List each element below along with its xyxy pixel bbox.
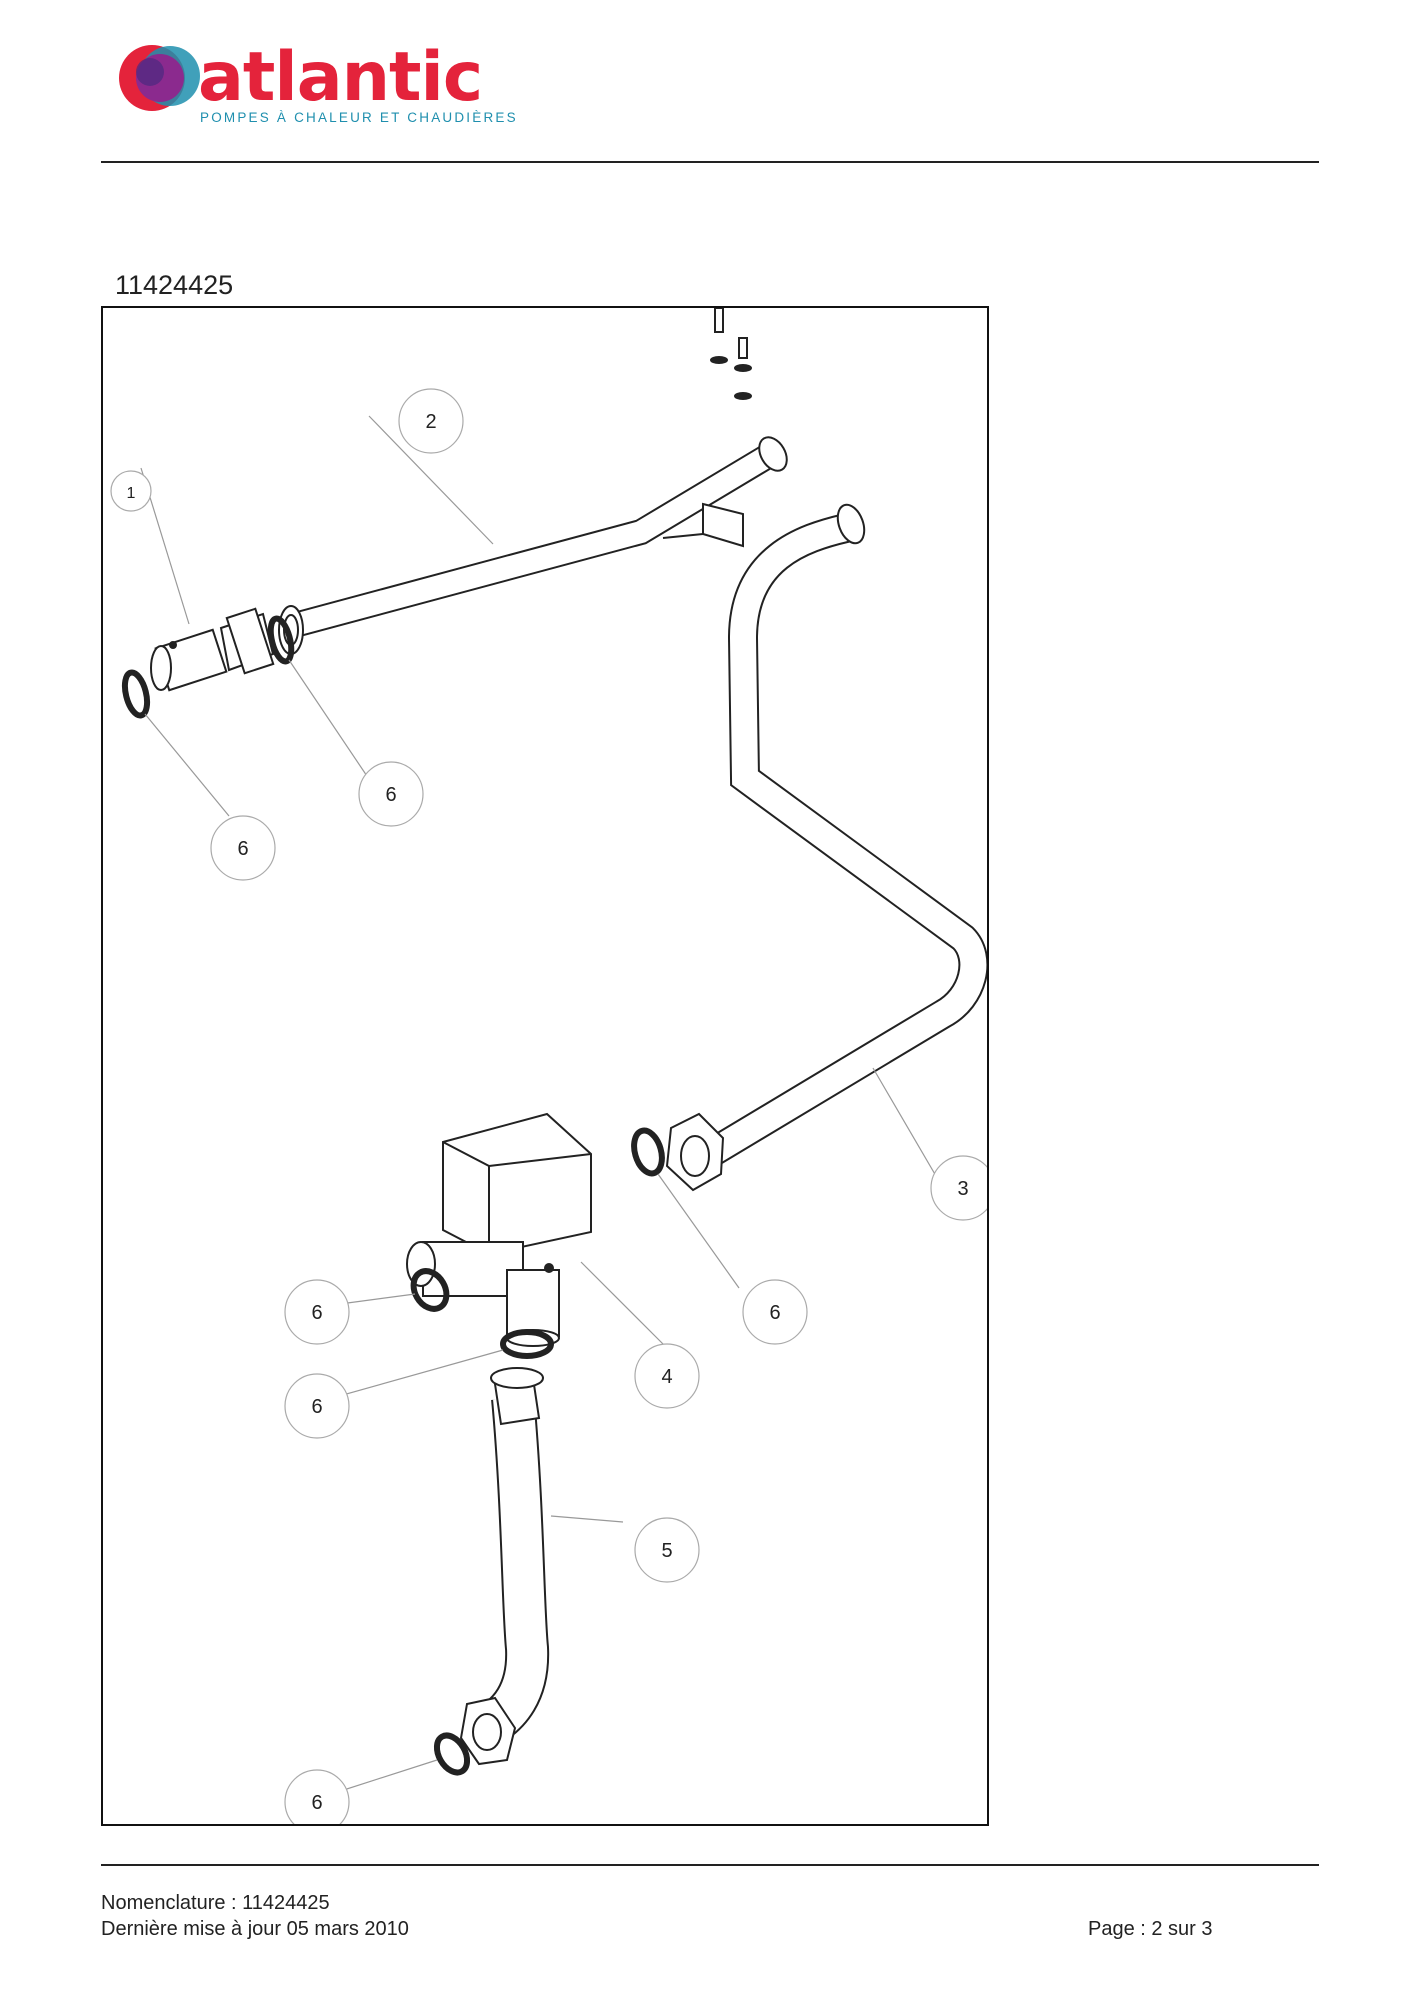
callout-4: 4 [634,1343,700,1409]
callout-3: 3 [930,1155,987,1221]
callout-1: 1 [110,470,152,512]
callout-6f: 6 [284,1769,350,1824]
callout-2: 2 [398,388,464,454]
seal-rings [121,615,665,1776]
callout-5-label: 5 [661,1540,672,1562]
callout-6b-label: 6 [237,838,248,860]
valve-part-1 [150,607,275,692]
brand-logo [112,38,492,128]
document-reference: 11424425 [115,270,234,300]
callouts: 1 2 3 4 5 6 6 [110,388,987,1824]
callout-4-label: 4 [661,1366,672,1388]
callout-6c-label: 6 [769,1302,780,1324]
callout-6d: 6 [284,1279,350,1345]
bolts-group [710,308,752,400]
footer-divider [101,1864,1319,1866]
parts-drawing-svg: 1 2 3 4 5 6 6 [110,308,987,1824]
callout-1-label: 1 [127,485,136,502]
callout-6e: 6 [284,1373,350,1439]
parts-drawing: 1 2 3 4 5 6 6 [101,306,989,1826]
pipe-part-5 [459,1367,550,1766]
logo-mark-icon [119,45,200,111]
brand-tagline: POMPES À CHALEUR ET CHAUDIÈRES [200,110,518,125]
callout-6f-label: 6 [311,1792,322,1814]
callout-6e-label: 6 [311,1396,322,1418]
callout-2-label: 2 [425,411,436,433]
pipe-part-3 [665,503,987,1192]
callout-6a-label: 6 [385,784,396,806]
valve-part-4 [406,1112,592,1347]
header-divider [101,161,1319,163]
footer-last-update: Dernière mise à jour 05 mars 2010 [101,1918,409,1940]
callout-5: 5 [634,1517,700,1583]
footer-page-number: Page : 2 sur 3 [1088,1918,1213,1940]
pipe-part-2 [278,436,788,655]
callout-3-label: 3 [957,1178,968,1200]
callout-6b: 6 [210,815,276,881]
brand-name: atlantic [198,38,483,117]
callout-6d-label: 6 [311,1302,322,1324]
footer-nomenclature: Nomenclature : 11424425 [101,1892,330,1914]
callout-6c: 6 [742,1279,808,1345]
callout-6a: 6 [358,761,424,827]
